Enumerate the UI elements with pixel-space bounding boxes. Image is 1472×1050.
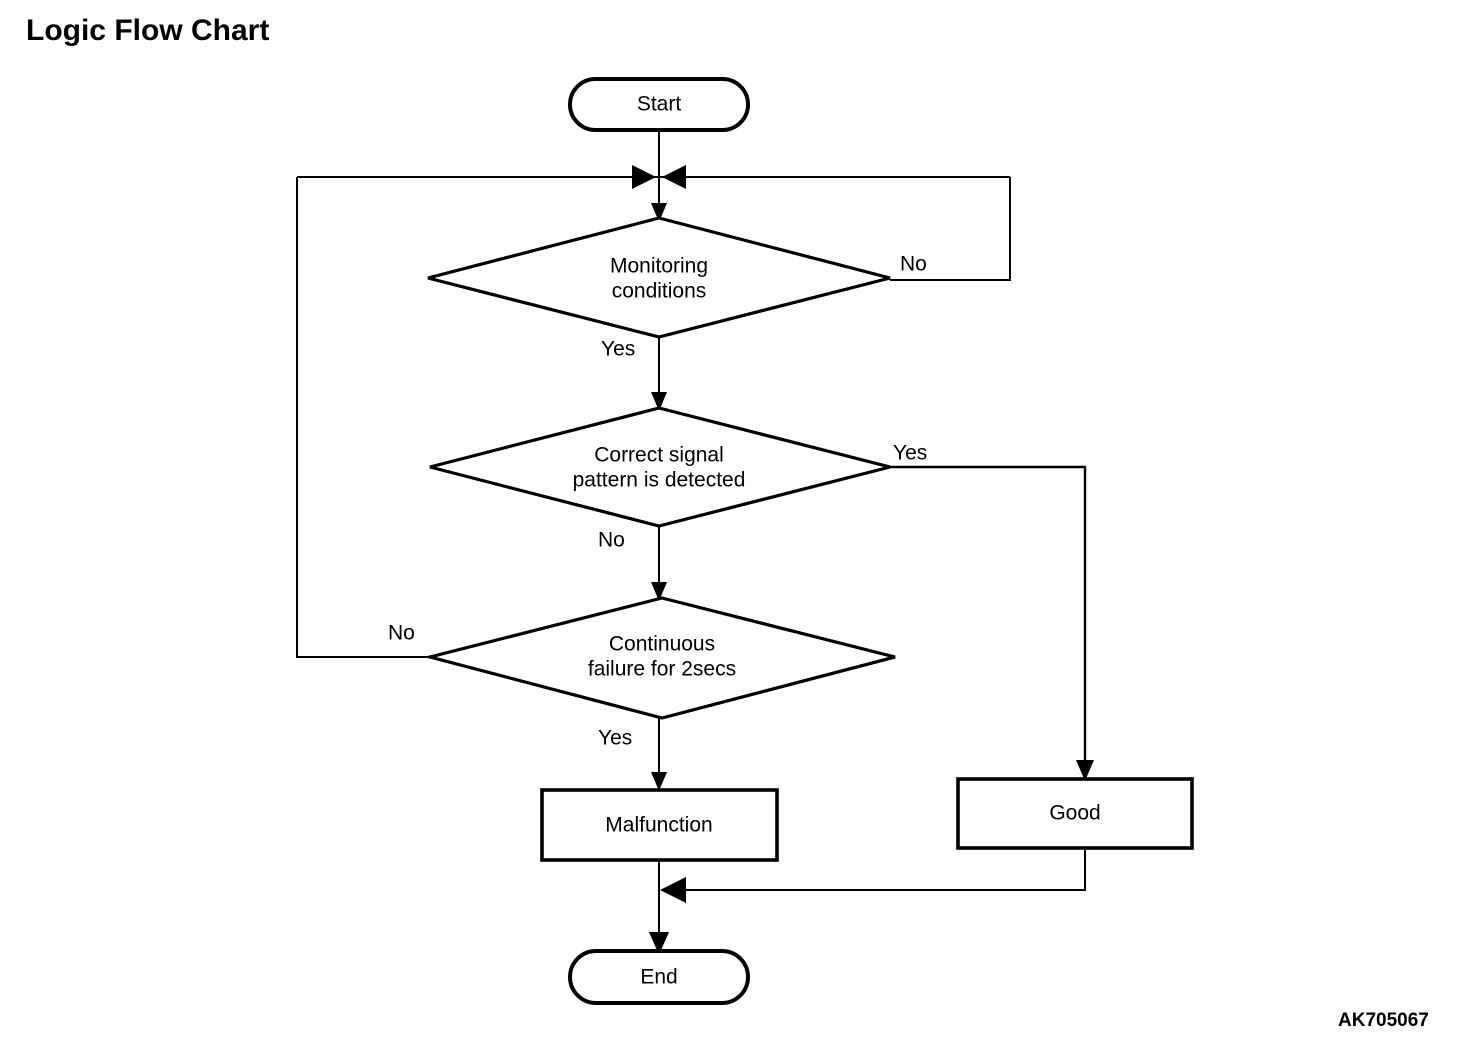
continuous-shape xyxy=(423,596,896,720)
node-correct-signal-pattern[interactable]: Correct signal pattern is detected xyxy=(429,406,891,528)
continuous-label-line1: Continuous xyxy=(609,633,715,656)
arrowhead-into-continuous xyxy=(651,582,667,601)
arrowhead-into-end xyxy=(649,932,669,955)
reference-code: AK705067 xyxy=(1338,1010,1429,1031)
arrowhead-into-malfunction xyxy=(651,772,667,791)
edge-label-continuous-no: No xyxy=(388,622,415,645)
page-title: Logic Flow Chart xyxy=(26,14,270,47)
edge-continuous-no xyxy=(296,177,430,658)
edge-label-monitoring-no: No xyxy=(900,253,927,276)
edge-monitoring-no xyxy=(890,177,1011,281)
arrowhead-into-good xyxy=(1076,760,1094,781)
node-malfunction[interactable]: Malfunction xyxy=(540,788,779,862)
malfunction-label: Malfunction xyxy=(605,814,712,837)
end-label: End xyxy=(640,966,677,989)
edge-label-continuous-yes: Yes xyxy=(598,727,632,750)
monitoring-label-line1: Monitoring xyxy=(610,255,708,278)
good-shape xyxy=(956,777,1194,850)
arrowhead-into-monitoring xyxy=(651,203,667,222)
monitoring-label-line2: conditions xyxy=(612,280,707,303)
good-label: Good xyxy=(1049,802,1100,825)
arrowhead-feedback-left-into-junction xyxy=(632,165,656,189)
edge-signal-yes xyxy=(890,465,1087,770)
node-end[interactable]: End xyxy=(568,949,750,1005)
arrowhead-merge-into-end-line xyxy=(660,877,686,903)
malfunction-shape xyxy=(540,788,779,862)
edge-good-to-merge xyxy=(675,848,1086,891)
edge-label-layer: No Yes Yes No No Yes xyxy=(388,253,927,750)
edge-layer xyxy=(296,129,1094,955)
node-good[interactable]: Good xyxy=(956,777,1194,850)
signal-shape xyxy=(429,406,891,528)
monitoring-shape xyxy=(427,216,891,339)
start-shape xyxy=(568,77,750,132)
end-shape xyxy=(568,949,750,1005)
arrowhead-into-signal xyxy=(651,392,667,411)
signal-label-line1: Correct signal xyxy=(594,444,724,467)
continuous-label-line2: failure for 2secs xyxy=(588,658,736,681)
node-start[interactable]: Start xyxy=(568,77,750,132)
node-continuous-failure[interactable]: Continuous failure for 2secs xyxy=(423,596,896,720)
edge-label-monitoring-yes: Yes xyxy=(601,338,635,361)
start-label: Start xyxy=(637,93,682,116)
arrowhead-feedback-right-into-junction xyxy=(662,165,686,189)
edge-label-signal-yes: Yes xyxy=(893,442,927,465)
signal-label-line2: pattern is detected xyxy=(573,469,746,492)
edge-label-signal-no: No xyxy=(598,529,625,552)
node-monitoring-conditions[interactable]: Monitoring conditions xyxy=(427,216,891,339)
